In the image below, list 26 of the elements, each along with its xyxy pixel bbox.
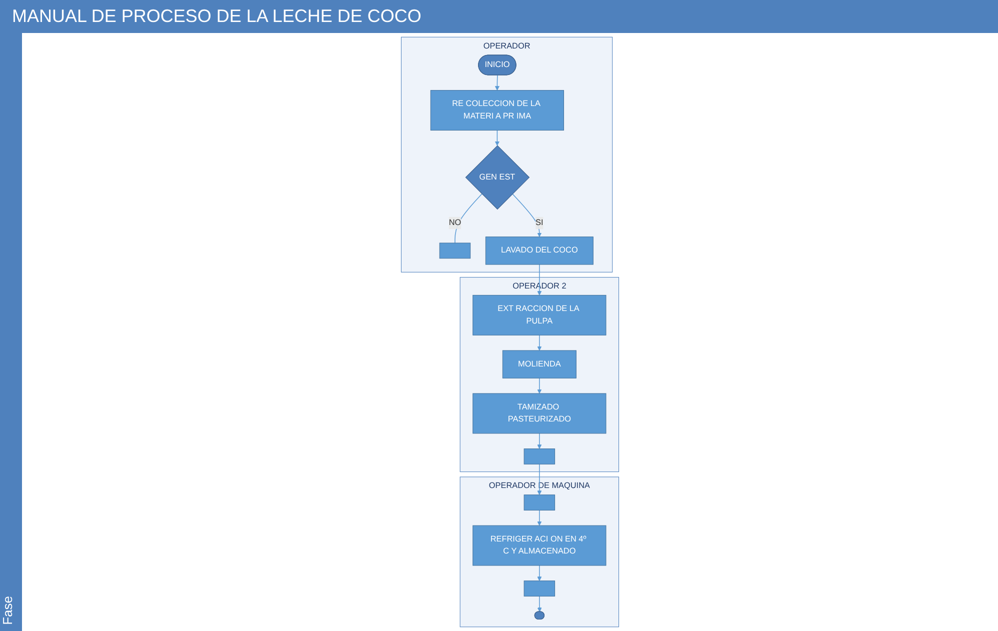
node-box: MOLIENDA [502, 350, 576, 378]
node-box: LAVADO DEL COCO [485, 236, 594, 265]
node-box [524, 580, 556, 596]
arrow [512, 194, 542, 238]
arrow [537, 433, 542, 449]
arrow [537, 264, 542, 296]
node-box [524, 494, 556, 510]
diagram-title: MANUAL DE PROCESO DE LA LECHE DE COCO [0, 0, 998, 33]
arrow [537, 334, 542, 351]
arrow [494, 74, 500, 91]
node-box: RE COLECCION DE LA MATERI A PR IMA [430, 90, 564, 131]
node-box [439, 242, 471, 259]
node-box: TAMIZADO PASTEURIZADO [472, 393, 606, 434]
node-box [524, 448, 556, 464]
node-diamond: GEN EST [465, 145, 530, 210]
arrow [537, 596, 542, 612]
edge-label: NO [448, 218, 462, 228]
arrow [537, 464, 542, 496]
node-box: REFRIGER ACI ON EN 4º C Y ALMACENADO [472, 525, 606, 566]
node-box: EXT RACCION DE LA PULPA [472, 294, 606, 336]
edge-label: SI [536, 218, 544, 228]
connector [454, 194, 482, 244]
arrow [494, 130, 500, 146]
arrow [537, 378, 542, 394]
arrow [537, 510, 542, 526]
arrow [537, 565, 542, 582]
